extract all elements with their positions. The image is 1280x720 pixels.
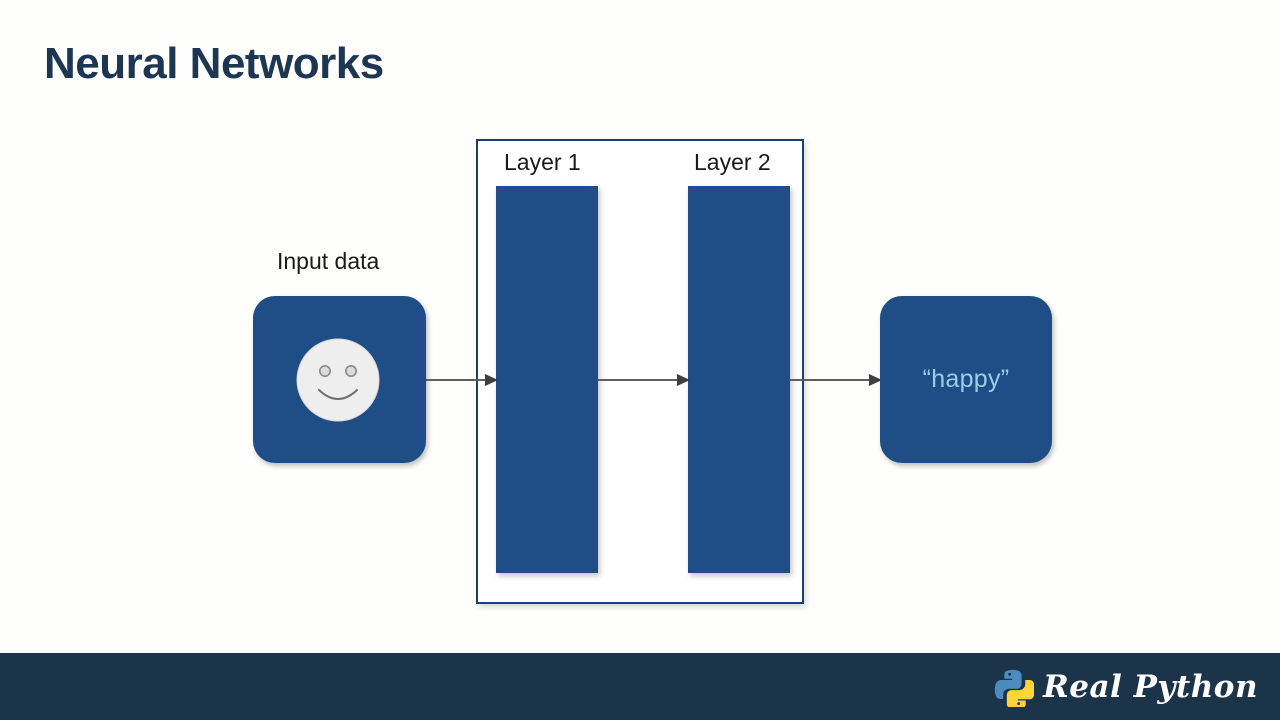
- brand-logo: Real Python: [994, 667, 1258, 707]
- arrow-layer2-to-output: [790, 374, 882, 386]
- input-data-label: Input data: [277, 248, 380, 274]
- arrow-head-icon: [485, 374, 498, 386]
- arrow-shaft: [790, 379, 870, 381]
- input-data-card: [253, 296, 426, 463]
- output-card: “happy”: [880, 296, 1052, 463]
- arrow-input-to-layer1: [426, 374, 498, 386]
- arrow-head-icon: [677, 374, 690, 386]
- footer-bar: Real Python: [0, 653, 1280, 720]
- python-logo-icon: [994, 669, 1034, 707]
- page-title: Neural Networks: [44, 39, 384, 88]
- arrow-head-icon: [869, 374, 882, 386]
- arrow-shaft: [426, 379, 486, 381]
- layer-1-label: Layer 1: [504, 149, 581, 175]
- smiley-face-icon: [296, 338, 380, 422]
- layer-2-label: Layer 2: [694, 149, 771, 175]
- arrow-layer1-to-layer2: [598, 374, 690, 386]
- brand-name: Real Python: [1042, 668, 1258, 705]
- layer-1-bar: [496, 186, 598, 573]
- arrow-shaft: [598, 379, 678, 381]
- output-label: “happy”: [922, 365, 1010, 393]
- layer-2-bar: [688, 186, 790, 573]
